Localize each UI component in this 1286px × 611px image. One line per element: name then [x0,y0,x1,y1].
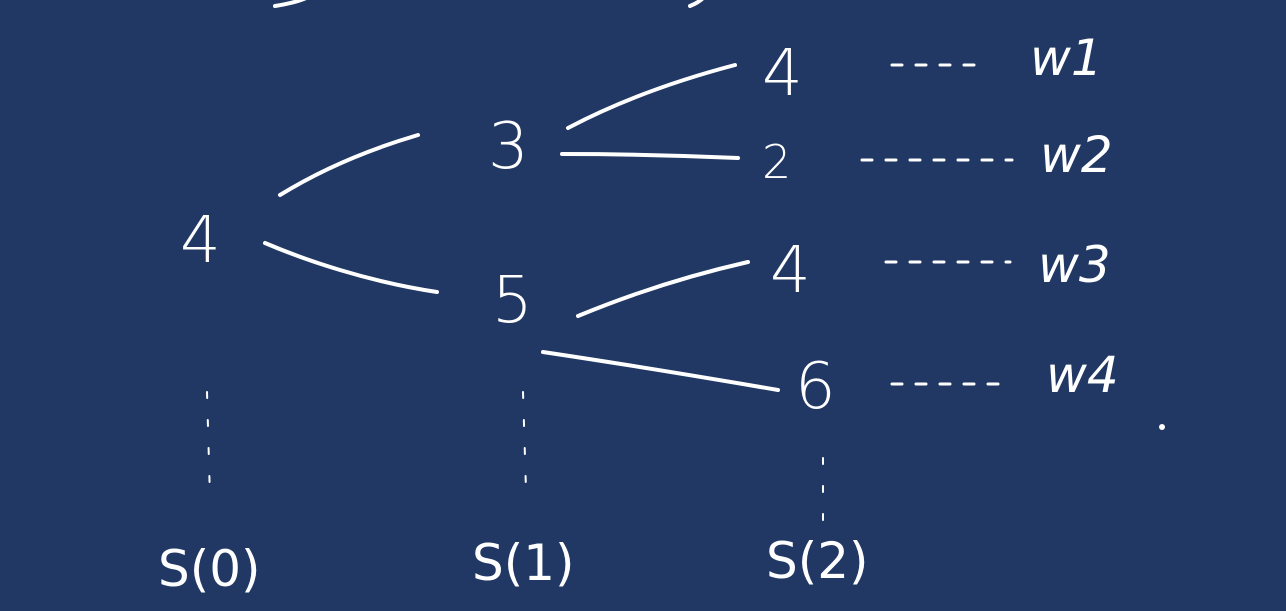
edge-5-to-4 [576,260,750,318]
weight-label: w1 [1030,29,1103,87]
level2-node-label: 6 [795,350,836,424]
level2-node-label: 4 [770,234,811,308]
weight-label: w2 [1040,126,1113,184]
weight-label: w4 [1046,346,1119,404]
edge-3-to-2 [560,152,740,160]
level2-node-label: 2 [762,135,791,189]
edge-root-to-3 [278,133,420,197]
stage-guide-line [206,391,211,499]
level1-node-label: 5 [492,264,533,338]
edge-5-to-6 [541,350,780,392]
stage-label: S(1) [472,534,575,592]
level2-node-label: 4 [762,37,803,111]
top-scribble-stroke [273,0,307,8]
edge-root-to-5 [263,241,439,294]
stage-label: S(0) [158,540,261,598]
root-node-label: 4 [180,204,221,278]
level1-node-label: 3 [488,110,529,184]
edge-3-to-4 [566,63,737,130]
weight-label: w3 [1038,236,1111,294]
top-scribble-stroke [688,0,704,8]
stage-label: S(2) [766,532,869,590]
stage-guide-line [522,391,527,491]
trailing-dot [1159,424,1165,430]
